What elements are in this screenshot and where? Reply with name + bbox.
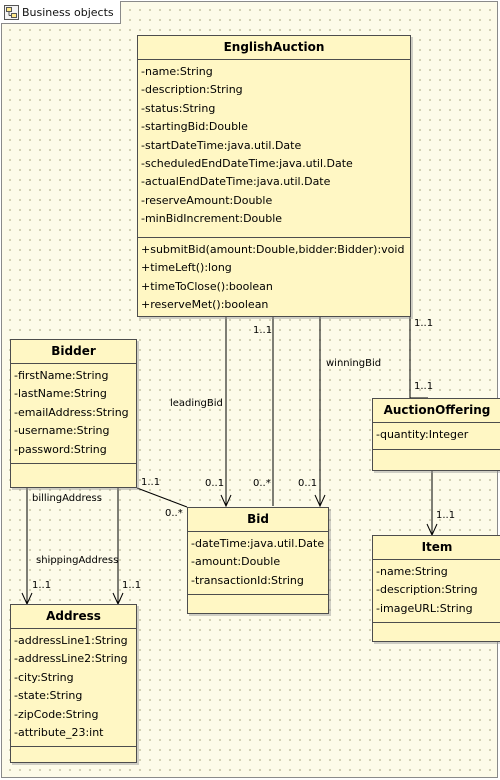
multiplicity-label: 1..1 <box>32 580 52 591</box>
class-name: Address <box>11 605 136 629</box>
role-label-shipping-address: shippingAddress <box>36 555 119 566</box>
role-label-leading-bid: leadingBid <box>170 398 223 409</box>
attribute-row[interactable]: -attribute_23:int <box>14 726 104 740</box>
operations-section <box>188 595 328 602</box>
attributes-section: -name:String -description:String -imageU… <box>373 560 500 623</box>
attribute-row[interactable]: -addressLine1:String <box>14 634 128 647</box>
attribute-row[interactable]: -addressLine2:String <box>14 652 128 666</box>
operations-section: +submitBid(amount:Double,bidder:Bidder):… <box>138 238 410 319</box>
assoc-leading-bid-arrow <box>220 494 232 508</box>
multiplicity-label: 0..* <box>165 508 183 519</box>
diagram-tab[interactable]: Business objects <box>1 1 121 24</box>
class-auction-offering[interactable]: AuctionOffering -quantity:Integer <box>372 398 500 471</box>
attributes-section: -name:String -description:String -status… <box>138 60 410 238</box>
operation-row[interactable]: +timeLeft():long <box>141 261 232 275</box>
attribute-row[interactable]: -firstName:String <box>14 369 109 382</box>
role-label-billing-address: billingAddress <box>32 493 102 504</box>
attribute-row[interactable]: -startDateTime:java.util.Date <box>141 138 302 152</box>
attribute-row[interactable]: -amount:Double <box>191 555 281 569</box>
class-address[interactable]: Address -addressLine1:String -addressLin… <box>10 604 137 763</box>
multiplicity-label: 1..1 <box>436 510 456 521</box>
assoc-winning-bid-arrow <box>314 494 326 508</box>
attribute-row[interactable]: -dateTime:java.util.Date <box>191 537 325 550</box>
attribute-row[interactable]: -description:String <box>141 83 243 97</box>
attribute-row[interactable]: -description:String <box>376 583 478 597</box>
multiplicity-label: 1..1 <box>122 580 142 591</box>
attribute-row[interactable]: -actualEndDateTime:java.util.Date <box>141 175 331 189</box>
attributes-section: -firstName:String -lastName:String -emai… <box>11 364 136 464</box>
operations-section <box>373 450 500 457</box>
multiplicity-label: 0..* <box>253 478 271 489</box>
attribute-row[interactable]: -name:String <box>141 65 213 78</box>
attribute-row[interactable]: -transactionId:String <box>191 573 304 587</box>
class-name: Bid <box>188 508 328 532</box>
attributes-section: -addressLine1:String -addressLine2:Strin… <box>11 629 136 747</box>
multiplicity-label: 1..1 <box>141 477 161 488</box>
class-english-auction[interactable]: EnglishAuction -name:String -description… <box>137 35 411 317</box>
attribute-row[interactable]: -state:String <box>14 689 83 703</box>
operations-section <box>11 747 136 754</box>
diagram-tab-label: Business objects <box>22 5 114 19</box>
attribute-row[interactable]: -minBidIncrement:Double <box>141 212 283 226</box>
class-name: EnglishAuction <box>138 36 410 60</box>
attribute-row[interactable]: -status:String <box>141 101 216 115</box>
attribute-row[interactable]: -startingBid:Double <box>141 120 248 134</box>
multiplicity-label: 0..1 <box>205 478 225 489</box>
assoc-bidder-bid-line[interactable] <box>136 487 188 508</box>
attribute-row[interactable]: -password:String <box>14 442 107 456</box>
class-name: AuctionOffering <box>373 399 500 423</box>
attribute-row[interactable]: -lastName:String <box>14 387 107 401</box>
attribute-row[interactable]: -imageURL:String <box>376 601 473 615</box>
multiplicity-label: 0..1 <box>298 478 318 489</box>
class-bid[interactable]: Bid -dateTime:java.util.Date -amount:Dou… <box>187 507 329 614</box>
role-label-winning-bid: winningBid <box>326 358 382 369</box>
attribute-row[interactable]: -city:String <box>14 670 74 684</box>
attribute-row[interactable]: -scheduledEndDateTime:java.util.Date <box>141 157 353 171</box>
operations-section <box>11 464 136 471</box>
operation-row[interactable]: +submitBid(amount:Double,bidder:Bidder):… <box>141 243 405 256</box>
attribute-row[interactable]: -username:String <box>14 424 110 438</box>
attribute-row[interactable]: -zipCode:String <box>14 707 99 721</box>
package-diagram-icon <box>4 4 19 20</box>
class-name: Item <box>373 536 500 560</box>
attribute-row[interactable]: -emailAddress:String <box>14 405 129 419</box>
multiplicity-label: 1..1 <box>414 318 434 329</box>
attribute-row[interactable]: -quantity:Integer <box>376 428 469 441</box>
attribute-row[interactable]: -name:String <box>376 565 448 578</box>
operation-row[interactable]: +reserveMet():boolean <box>141 298 269 312</box>
operations-section <box>373 623 500 630</box>
attributes-section: -dateTime:java.util.Date -amount:Double … <box>188 532 328 595</box>
multiplicity-label: 1..1 <box>414 381 434 392</box>
attribute-row[interactable]: -reserveAmount:Double <box>141 193 273 207</box>
class-bidder[interactable]: Bidder -firstName:String -lastName:Strin… <box>10 339 137 488</box>
operation-row[interactable]: +timeToClose():boolean <box>141 279 273 293</box>
class-name: Bidder <box>11 340 136 364</box>
multiplicity-label: 1..1 <box>253 325 273 336</box>
class-item[interactable]: Item -name:String -description:String -i… <box>372 535 500 642</box>
attributes-section: -quantity:Integer <box>373 423 500 450</box>
